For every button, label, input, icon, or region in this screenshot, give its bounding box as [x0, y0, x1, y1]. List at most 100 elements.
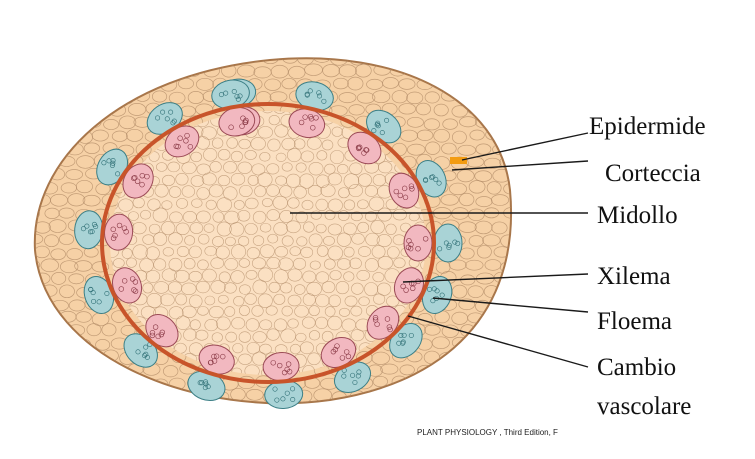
cortex-cell: [323, 401, 339, 404]
xylem-cell: [239, 123, 245, 129]
cortex-cell: [466, 77, 485, 92]
xylem-cell: [374, 321, 380, 327]
cortex-cell: [475, 143, 492, 155]
cortex-cell: [458, 221, 477, 233]
pith-cell: [295, 162, 307, 173]
cortex-cell: [492, 375, 510, 388]
pith-cell: [280, 282, 293, 294]
cortex-cell: [500, 364, 512, 377]
cortex-cell: [365, 58, 382, 63]
cortex-cell: [477, 65, 493, 77]
pith-cell: [266, 257, 281, 270]
pith-cell: [308, 161, 324, 176]
xylem-cell: [401, 185, 408, 192]
xylem-cell: [387, 326, 393, 333]
pith-cell: [315, 223, 327, 234]
pith-cell: [176, 245, 190, 257]
pith-cell: [349, 257, 362, 270]
cortex-cell: [467, 363, 484, 376]
pith-cell: [309, 330, 321, 341]
cortex-cell: [34, 207, 40, 220]
phloem-cell: [398, 333, 404, 339]
pith-cell: [153, 258, 167, 271]
phloem-cell: [316, 90, 322, 96]
pith-cell: [128, 211, 139, 221]
pith-cell: [126, 257, 137, 268]
pith-cell: [212, 236, 224, 247]
phloem-cell: [290, 397, 296, 403]
cortex-cell: [502, 103, 512, 117]
phloem-cell: [290, 386, 296, 392]
cortex-cell: [34, 66, 51, 78]
phloem-cell: [110, 160, 116, 166]
cortex-cell: [125, 128, 144, 142]
pith-cell: [301, 199, 314, 210]
pith-cell: [343, 199, 356, 211]
cortex-cell: [93, 77, 110, 90]
cortex-cell: [83, 375, 102, 389]
phloem-cell: [91, 298, 97, 304]
vascular-bundle: [288, 81, 334, 139]
pith-cell: [327, 223, 342, 236]
cortex-cell: [500, 234, 512, 248]
cortex-cell: [76, 338, 92, 351]
cortex-cell: [475, 196, 493, 208]
phloem-cell: [143, 351, 149, 357]
cortex-cell: [492, 118, 509, 130]
xylem-cell: [277, 362, 283, 369]
xylem-cell: [207, 359, 214, 366]
cortex-cell: [59, 364, 78, 376]
xylem-cell: [372, 314, 379, 321]
cortex-cell: [486, 181, 502, 195]
cortex-cell: [459, 64, 476, 77]
pith-cell: [191, 198, 203, 208]
pith-cell: [372, 272, 385, 283]
phloem-cell: [280, 396, 286, 402]
pith-cell: [118, 198, 134, 212]
phloem-cell: [143, 344, 149, 350]
pith-cell: [198, 233, 210, 245]
phloem-cell: [401, 332, 407, 338]
pith-cell: [327, 198, 343, 213]
cortex-cell: [59, 106, 75, 117]
cortex-cell: [425, 141, 441, 155]
pith-cell: [273, 318, 288, 332]
cortex-cell: [179, 58, 195, 65]
pith-cell: [224, 282, 237, 294]
phloem-cell: [452, 239, 458, 245]
pith-cell: [147, 198, 161, 211]
pith-cell: [110, 257, 113, 271]
vascular-bundle: [123, 314, 179, 368]
cortex-cell: [424, 324, 441, 336]
cortex-cell: [60, 58, 76, 65]
pith-cell: [315, 271, 330, 284]
vascular-bundle: [187, 344, 235, 402]
pith-cell: [196, 187, 210, 200]
xylem-patch: [104, 213, 134, 251]
xylem-cell: [144, 173, 150, 180]
label-midollo: Midollo: [597, 202, 678, 229]
cortex-cell: [59, 260, 79, 274]
cortex-cell: [458, 298, 476, 311]
cortex-cell: [254, 405, 269, 415]
pith-cell: [281, 305, 293, 317]
cortex-cell: [484, 104, 500, 116]
pith-cell: [212, 211, 225, 223]
pith-cell: [268, 114, 280, 126]
cortex-cell: [93, 365, 109, 377]
cortex-cell: [483, 338, 502, 351]
cortex-cell: [163, 389, 178, 402]
phloem-cell: [110, 158, 116, 164]
cortex-cell: [143, 391, 162, 402]
cortex-cell: [485, 58, 501, 66]
cortex-cell: [34, 375, 51, 389]
cortex-cell: [365, 389, 384, 403]
cortex-cell: [150, 400, 169, 404]
pith-cell: [378, 161, 393, 174]
cortex-cell: [442, 118, 458, 130]
pith-cell: [224, 306, 236, 317]
cortex-cell: [409, 65, 425, 77]
phloem-cell: [164, 116, 170, 122]
pith-cell: [268, 281, 281, 293]
pith-cell: [392, 208, 407, 221]
